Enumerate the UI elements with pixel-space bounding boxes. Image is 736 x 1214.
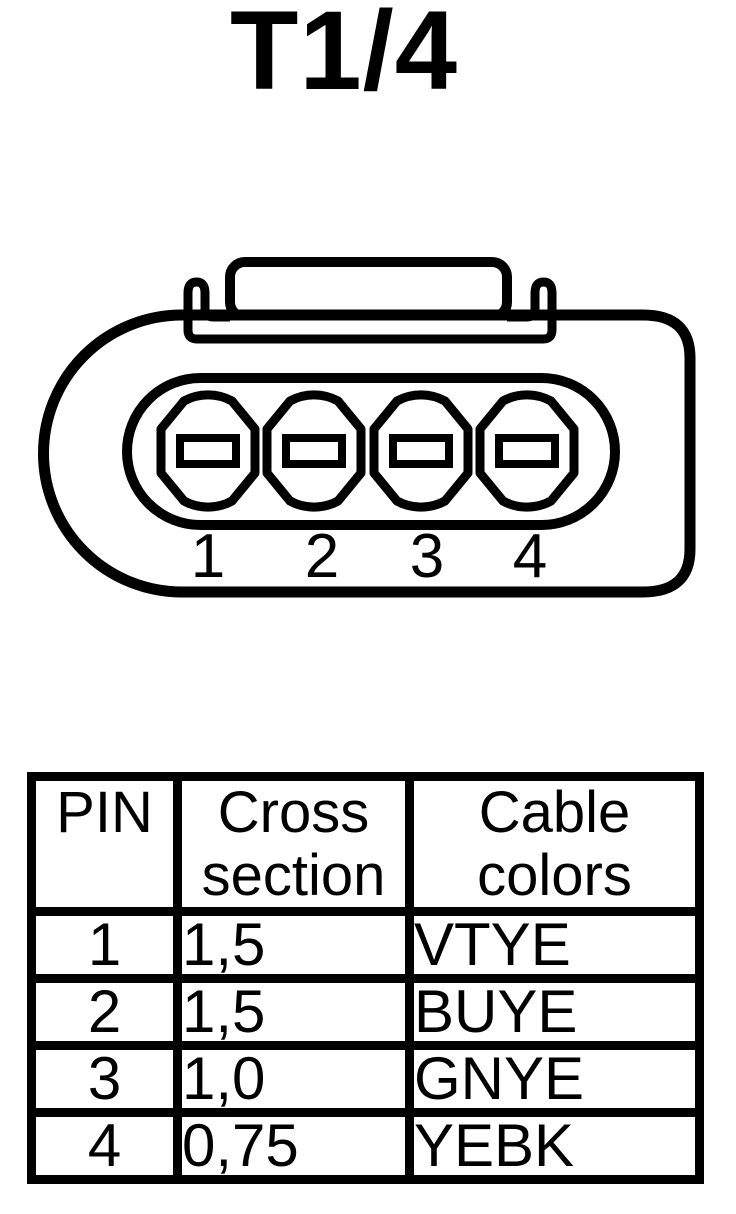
connector-diagram: 1 2 3 4 bbox=[38, 257, 696, 598]
pin-4-label: 4 bbox=[513, 522, 547, 591]
pin-2-contact bbox=[262, 390, 366, 512]
pin-1-slot bbox=[176, 434, 240, 468]
cable-color-cell: VTYE bbox=[405, 907, 704, 983]
header-cable-line1: Cable bbox=[478, 780, 631, 845]
table-row: 2 1,5 BUYE bbox=[27, 974, 704, 1050]
pin-3-slot bbox=[389, 434, 453, 468]
pin-2-slot bbox=[282, 434, 346, 468]
header-cable-colors: Cable colors bbox=[405, 772, 704, 916]
cross-section-cell: 0,75 bbox=[173, 1108, 414, 1184]
connector-latch-hooks bbox=[183, 277, 557, 344]
cross-section-cell: 1,0 bbox=[173, 1041, 414, 1117]
table-header-row: PIN Cross section Cable colors bbox=[27, 772, 704, 916]
cross-section-cell: 1,5 bbox=[173, 974, 414, 1050]
pin-4-slot bbox=[495, 434, 559, 468]
pin-1-label: 1 bbox=[191, 522, 225, 591]
pin-cell: 2 bbox=[27, 974, 182, 1050]
cable-color-cell: YEBK bbox=[405, 1108, 704, 1184]
pin-4-contact bbox=[475, 390, 579, 512]
table-row: 4 0,75 YEBK bbox=[27, 1108, 704, 1184]
header-cross-line1: Cross bbox=[217, 780, 370, 845]
connector-latch-tab bbox=[225, 257, 512, 322]
table-row: 1 1,5 VTYE bbox=[27, 907, 704, 983]
pin-cell: 3 bbox=[27, 1041, 182, 1117]
header-pin: PIN bbox=[27, 772, 182, 916]
pin-cell: 1 bbox=[27, 907, 182, 983]
pin-1-contact bbox=[156, 390, 260, 512]
header-cable-line2: colors bbox=[477, 843, 632, 908]
header-cross-section: Cross section bbox=[173, 772, 414, 916]
pin-3-label: 3 bbox=[410, 522, 444, 591]
header-cross-line2: section bbox=[201, 843, 386, 908]
cross-section-cell: 1,5 bbox=[173, 907, 414, 983]
pin-2-label: 2 bbox=[305, 522, 339, 591]
pin-3-contact bbox=[369, 390, 473, 512]
header-pin-label: PIN bbox=[56, 780, 153, 845]
pin-cell: 4 bbox=[27, 1108, 182, 1184]
page-title: T1/4 bbox=[229, 0, 459, 113]
pin-assignment-table: PIN Cross section Cable colors 1 1,5 VTY… bbox=[27, 772, 704, 1184]
cable-color-cell: BUYE bbox=[405, 974, 704, 1050]
table-row: 3 1,0 GNYE bbox=[27, 1041, 704, 1117]
cable-color-cell: GNYE bbox=[405, 1041, 704, 1117]
